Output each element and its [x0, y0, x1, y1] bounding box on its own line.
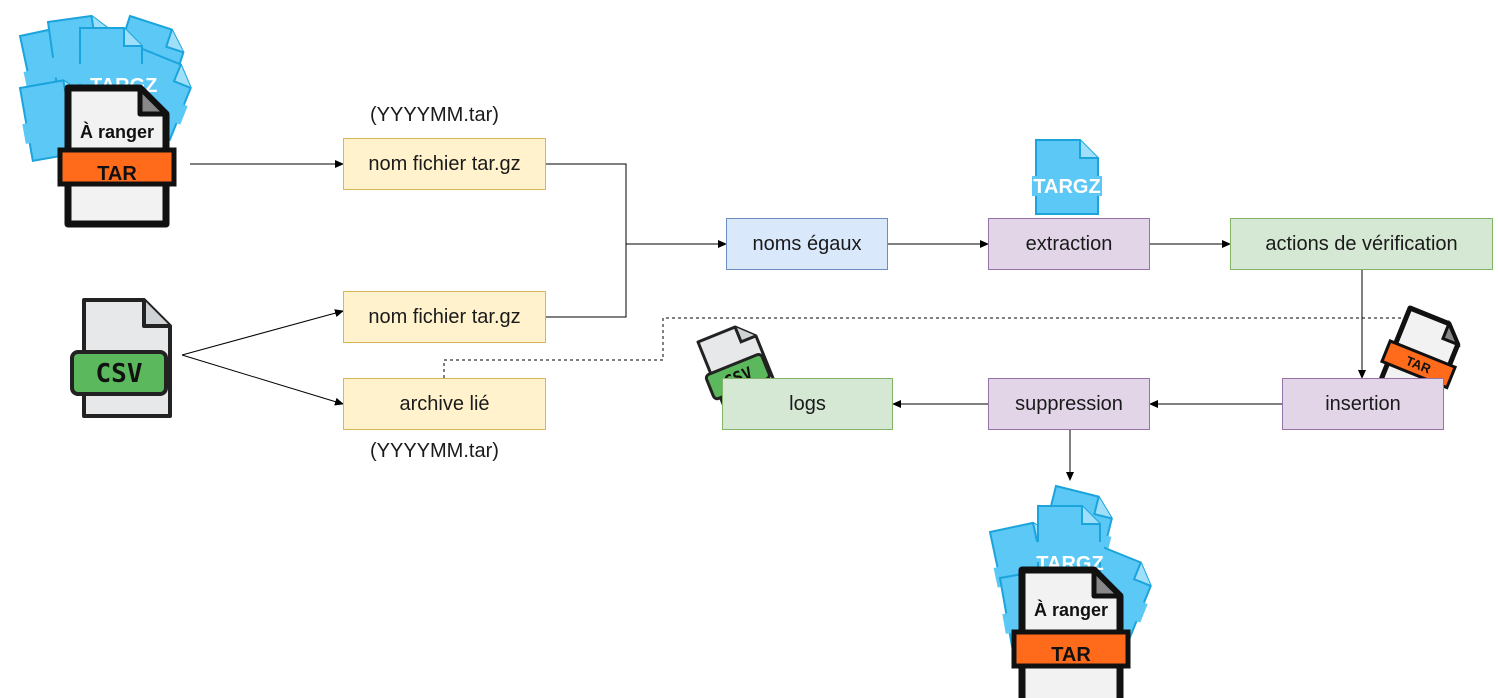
- archive-stack-icon: TARGZ À ranger TAR: [15, 11, 203, 224]
- connectors: [181, 160, 1421, 481]
- edge-name1-to-equal: [546, 163, 727, 248]
- node-tar-filename[interactable]: nom fichier tar.gz: [343, 138, 546, 190]
- edge-name2-to-equal: [546, 244, 627, 318]
- svg-text:TAR: TAR: [97, 163, 137, 185]
- svg-text:TARGZ: TARGZ: [1033, 176, 1100, 198]
- node-extraction[interactable]: extraction: [988, 218, 1150, 270]
- node-insertion[interactable]: insertion: [1282, 378, 1444, 430]
- edge-csv-to-name2: [181, 309, 344, 356]
- svg-text:TAR: TAR: [1051, 644, 1091, 666]
- edge-archive-dashed: [443, 314, 1421, 378]
- label-yyyymm-bottom: (YYYYMM.tar): [370, 440, 499, 462]
- csv-file-icon: CSV: [70, 298, 172, 418]
- svg-text:À ranger: À ranger: [80, 121, 154, 142]
- edge-csv-to-archive: [181, 354, 344, 406]
- node-csv-filename[interactable]: nom fichier tar.gz: [343, 291, 546, 343]
- targz-file-icon: TARGZ: [1031, 139, 1103, 215]
- label-yyyymm-top: (YYYYMM.tar): [370, 104, 499, 126]
- svg-text:À ranger: À ranger: [1034, 599, 1108, 620]
- node-logs[interactable]: logs: [722, 378, 893, 430]
- svg-text:CSV: CSV: [96, 359, 143, 389]
- node-suppression[interactable]: suppression: [988, 378, 1150, 430]
- node-linked-archive[interactable]: archive lié: [343, 378, 546, 430]
- node-verification-actions[interactable]: actions de vérification: [1230, 218, 1493, 270]
- node-names-equal[interactable]: noms égaux: [726, 218, 888, 270]
- archive-stack-bottom-icon: TARGZ À ranger TAR: [985, 484, 1163, 698]
